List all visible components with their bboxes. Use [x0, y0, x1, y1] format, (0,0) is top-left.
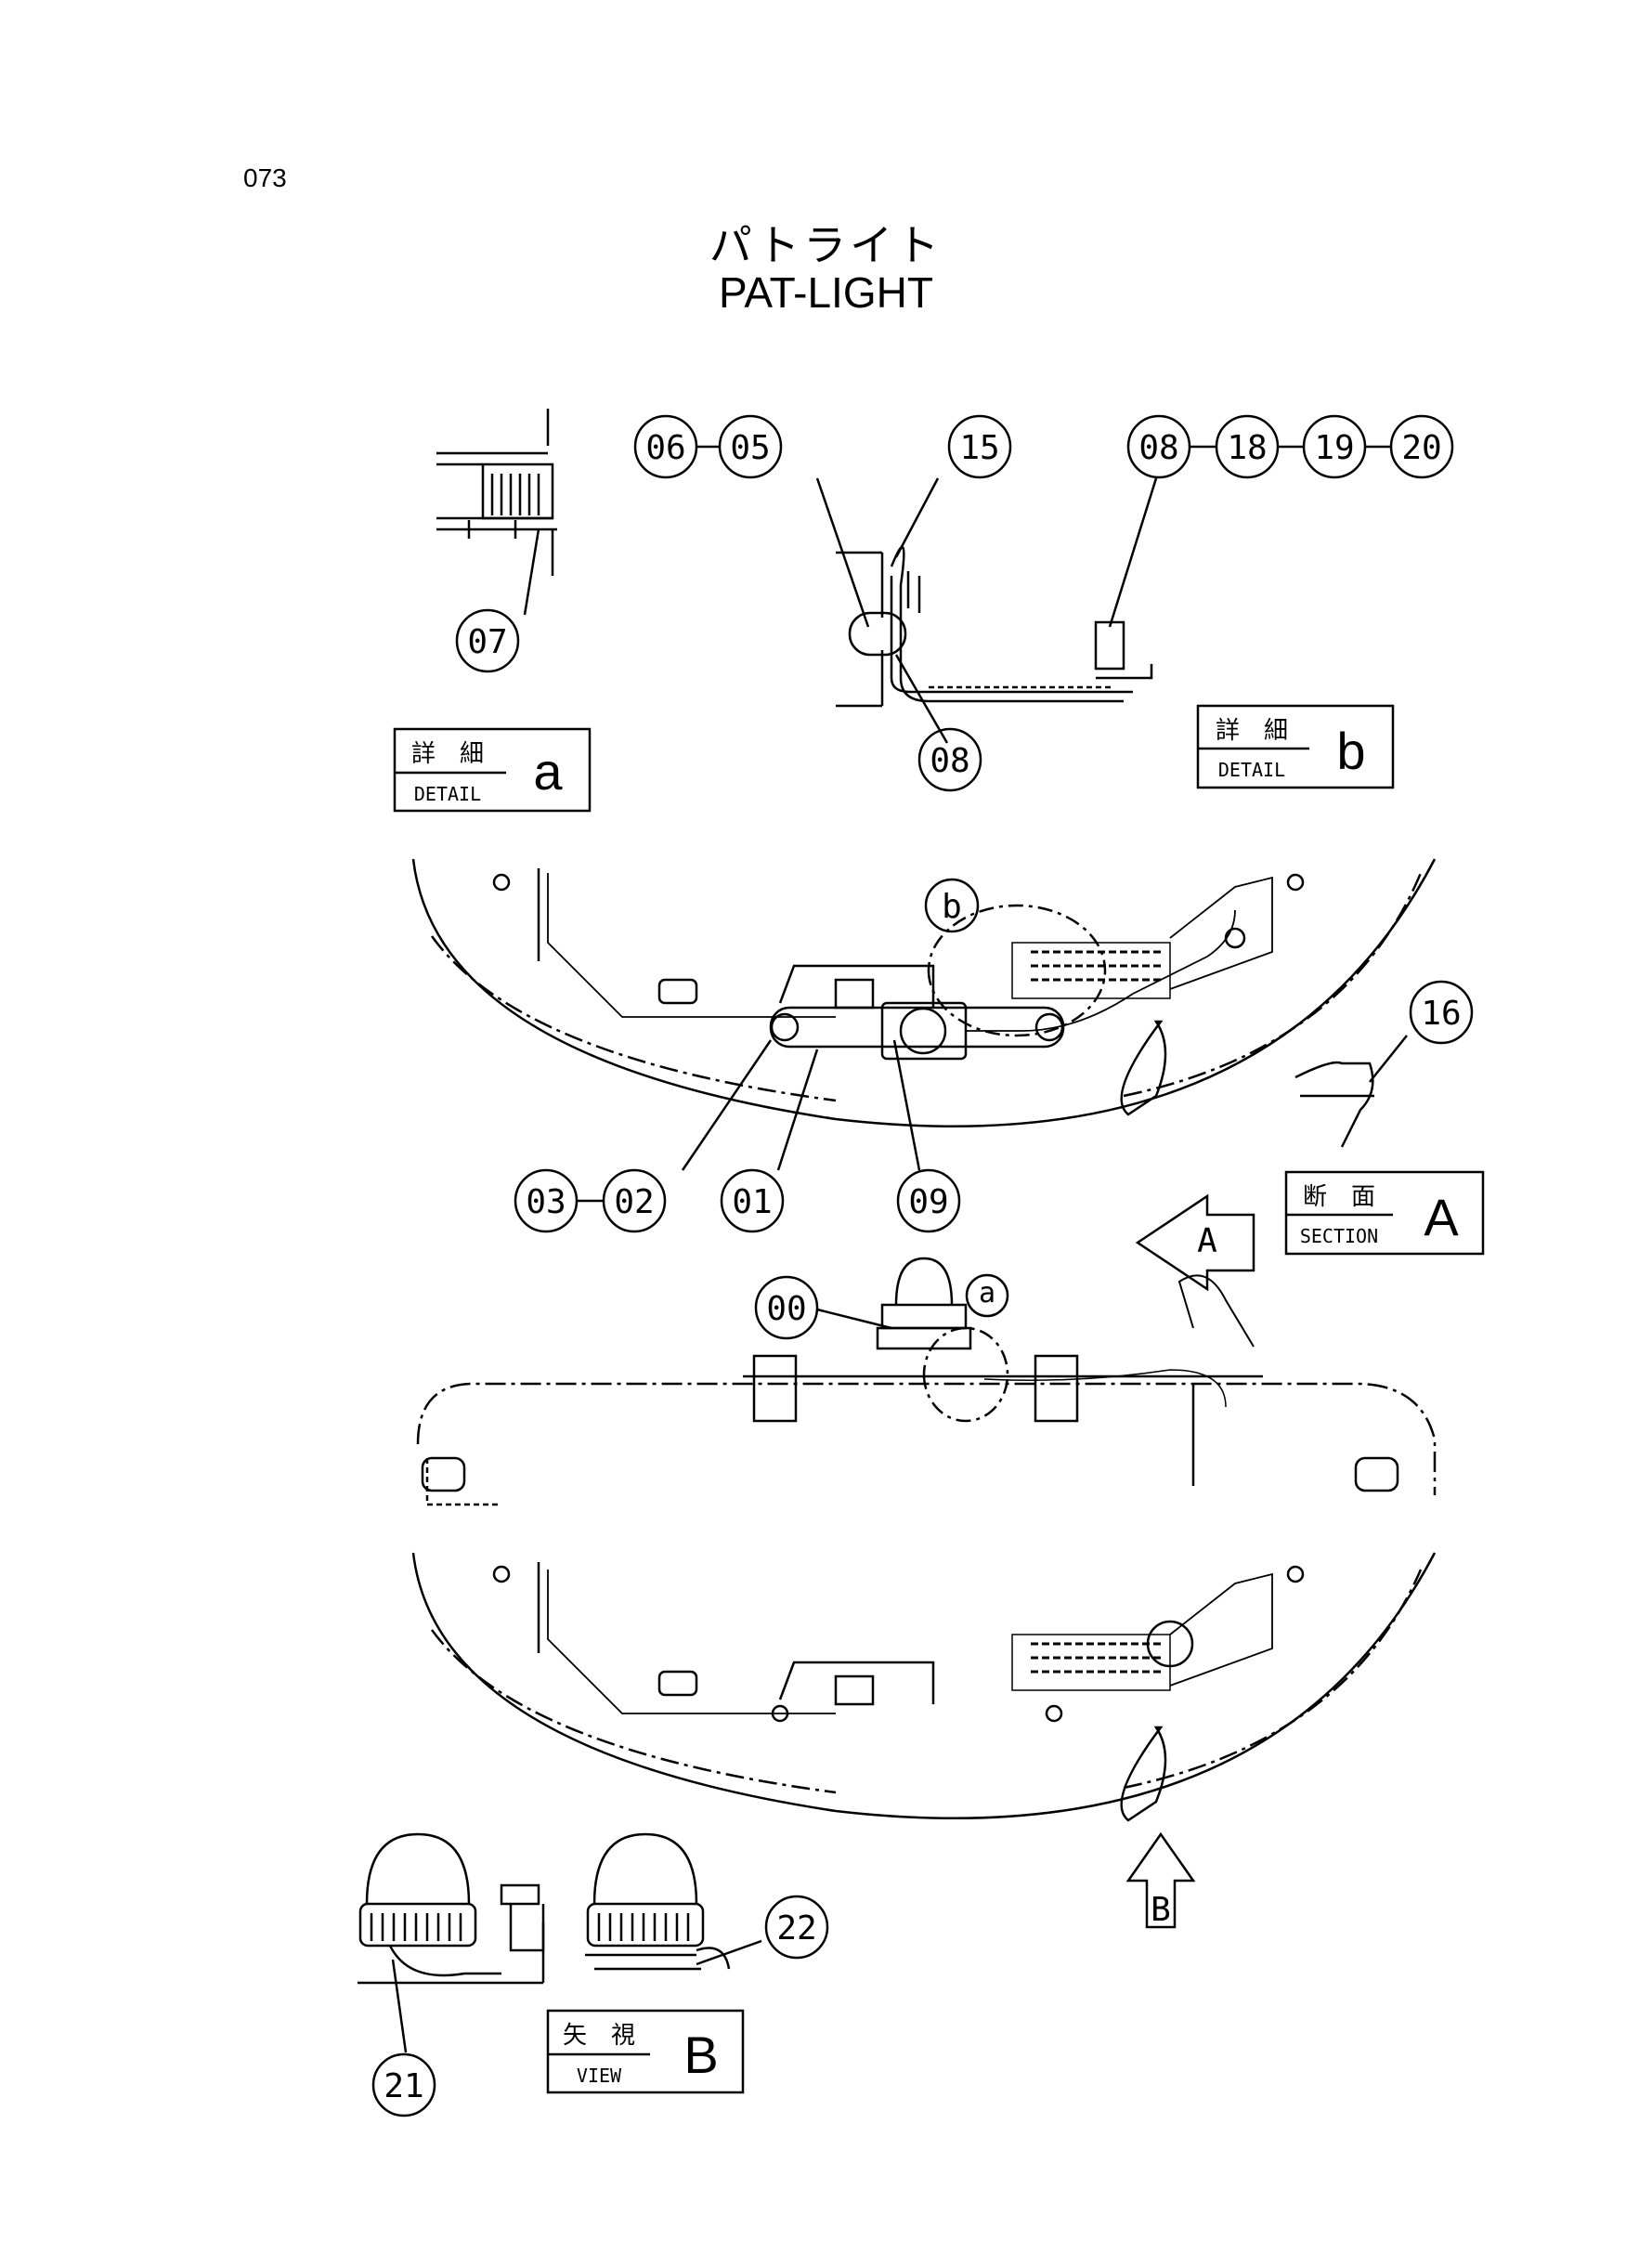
- section-box-a: [1284, 1170, 1485, 1256]
- top-view-upper: [411, 858, 1437, 1171]
- arrow-b-label: B: [1151, 1891, 1171, 1929]
- detail-a-letter: a: [533, 742, 563, 801]
- section-a-letter: A: [1424, 1188, 1459, 1246]
- page-number: 073: [243, 163, 287, 192]
- view-b-letter: B: [683, 2026, 718, 2084]
- callout-22-shape: [764, 1895, 829, 1960]
- detail-a-jp: 詳 細: [411, 740, 484, 768]
- detail-b-drawing: [815, 477, 1158, 744]
- arrow-a-shape: [1135, 1193, 1255, 1292]
- callout-05-label: 05: [730, 429, 770, 467]
- section-a-en: SECTION: [1300, 1225, 1378, 1247]
- callout-07: [455, 608, 520, 673]
- detail-box-b: [1196, 704, 1395, 789]
- callout-01-label: 01: [732, 1183, 772, 1221]
- callout-08-upper-label: 08: [1138, 429, 1178, 467]
- detail-a-en: DETAIL: [414, 783, 481, 805]
- callout-02-label: 02: [614, 1183, 654, 1221]
- detail-a-drawing: [436, 409, 557, 616]
- callout-18-label: 18: [1227, 429, 1267, 467]
- detail-b-letter: b: [1336, 722, 1365, 780]
- callout-09-label: 09: [908, 1183, 948, 1221]
- top-view-lower: [411, 1552, 1437, 1822]
- callout-03-label: 03: [526, 1183, 566, 1221]
- arrow-a-label: A: [1197, 1222, 1217, 1260]
- circle-a-label: a: [979, 1277, 995, 1309]
- page-title-english: PAT-LIGHT: [719, 268, 933, 317]
- callout-15-shape: [947, 414, 1012, 479]
- detail-b-en: DETAIL: [1218, 759, 1285, 781]
- callout-08-lower-label: 08: [930, 742, 969, 780]
- view-box-b: [546, 2009, 745, 2094]
- detail-box-a: [393, 727, 592, 813]
- callout-group-03-02: [514, 1168, 667, 1233]
- view-b-jp: 矢 視: [563, 2022, 635, 2050]
- callout-01-shape: [720, 1168, 785, 1233]
- circle-b-shape: [924, 878, 980, 933]
- view-b-inset: [358, 1832, 762, 2053]
- side-view: [416, 1257, 1437, 1506]
- view-b-en: VIEW: [577, 2065, 622, 2087]
- callout-06-label: 06: [645, 429, 685, 467]
- callout-15-label: 15: [959, 429, 999, 467]
- callout-19-label: 19: [1314, 429, 1354, 467]
- section-a-jp: 断 面: [1303, 1183, 1375, 1211]
- page-title-japanese: パトライト: [709, 220, 943, 270]
- callout-08-lower-shape: [917, 727, 982, 792]
- callout-20-label: 20: [1401, 429, 1441, 467]
- callout-16-shape: [1409, 980, 1474, 1045]
- circle-b-label: b: [942, 888, 962, 926]
- callout-22-label: 22: [776, 1909, 816, 1948]
- detail-b-jp: 詳 細: [1216, 717, 1288, 745]
- arrow-b-shape: [1125, 1831, 1196, 1929]
- section-a-inset: [1294, 1035, 1408, 1148]
- callout-21-shape: [371, 2052, 436, 2117]
- callout-group-08-18-19-20: [1126, 414, 1454, 479]
- circle-a-shape: [965, 1273, 1009, 1318]
- callout-21-label: 21: [384, 2067, 423, 2105]
- callout-07-label: 07: [467, 623, 507, 661]
- callout-group-06-05: [633, 414, 783, 479]
- callout-00-label: 00: [766, 1290, 806, 1328]
- callout-00-shape: [754, 1275, 819, 1340]
- callout-09-shape: [896, 1168, 961, 1233]
- callout-16-label: 16: [1421, 995, 1461, 1033]
